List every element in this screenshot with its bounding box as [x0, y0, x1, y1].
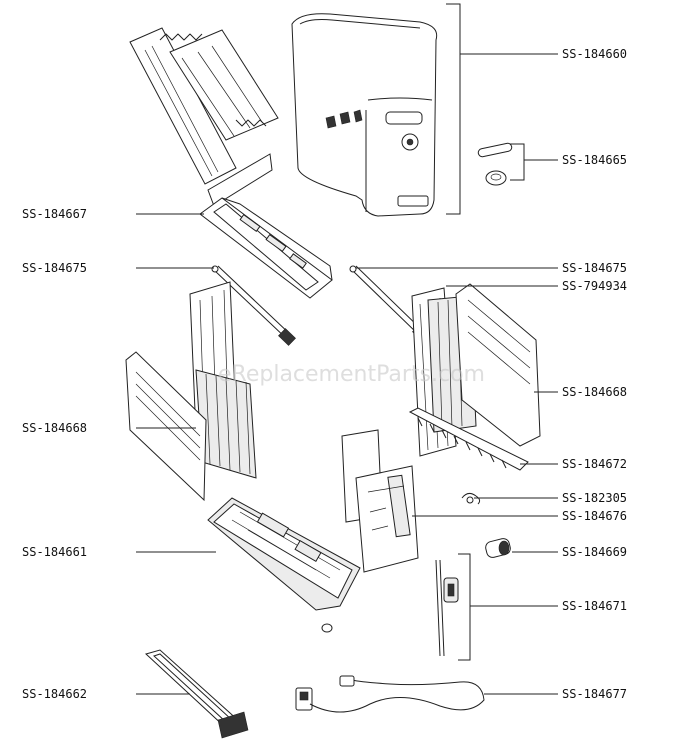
- part-label: SS-184671: [562, 599, 627, 613]
- part-label: SS-184677: [562, 687, 627, 701]
- part-label: SS-184661: [22, 545, 87, 559]
- part-label: SS-182305: [562, 491, 627, 505]
- part-label: SS-184669: [562, 545, 627, 559]
- part-label: SS-184668: [562, 385, 627, 399]
- leader-184665: [510, 143, 558, 181]
- knob-drawing: [485, 538, 511, 558]
- leader-184660: [446, 3, 558, 215]
- part-label: SS-184675: [22, 261, 87, 275]
- base-drawing: [207, 497, 361, 633]
- toaster-housing-drawing: [291, 13, 438, 217]
- power-cord-drawing: [295, 675, 485, 713]
- part-label: SS-184660: [562, 47, 627, 61]
- part-label: SS-184668: [22, 421, 87, 435]
- heat-shield-panels-drawing: [129, 27, 279, 207]
- left-rod-drawing: [211, 265, 296, 346]
- part-labels: SS-184660 SS-184665 SS-184667 SS-184675 …: [22, 47, 627, 701]
- switch-lever-drawing: [435, 559, 459, 657]
- part-label: SS-184672: [562, 457, 627, 471]
- part-label: SS-184662: [22, 687, 87, 701]
- left-element-assembly-drawing: [125, 281, 257, 502]
- watermark-text: eReplacementParts.com: [218, 362, 485, 387]
- part-label: SS-184665: [562, 153, 627, 167]
- part-label: SS-184675: [562, 261, 627, 275]
- top-frame-drawing: [199, 197, 333, 299]
- leader-lines: [136, 3, 558, 695]
- part-label: SS-184676: [562, 509, 627, 523]
- right-element-assembly-drawing: [408, 283, 541, 471]
- crumb-tray-drawing: [145, 649, 249, 739]
- clip-drawing: [461, 492, 481, 505]
- part-label: SS-794934: [562, 279, 627, 293]
- leader-184671: [458, 553, 558, 661]
- button-parts-drawing: [477, 142, 513, 186]
- control-board-drawing: [341, 429, 419, 573]
- part-label: SS-184667: [22, 207, 87, 221]
